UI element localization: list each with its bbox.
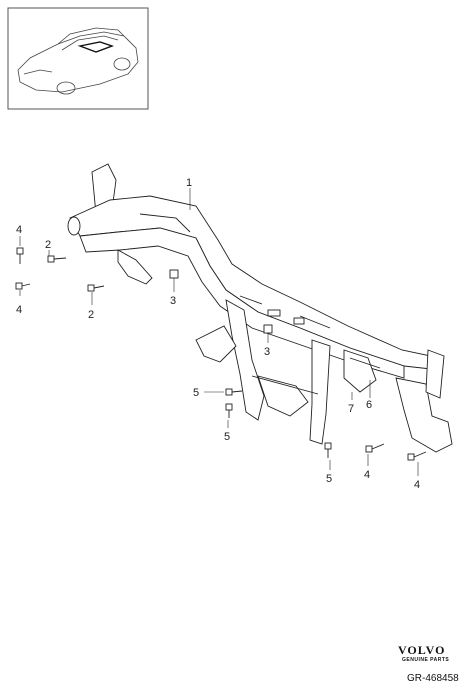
- volvo-logo-subtitle: GENUINE PARTS: [402, 657, 450, 663]
- bolt-icon: [225, 403, 233, 418]
- bolt-icon: [47, 255, 67, 263]
- callout-part-5: 5: [224, 431, 230, 443]
- callout-part-4: 4: [414, 479, 420, 491]
- clip-nut-icon: [263, 324, 273, 334]
- bolt-icon: [324, 442, 332, 458]
- callout-part-4: 4: [16, 304, 22, 316]
- bolt-icon: [16, 247, 24, 264]
- fasteners: [15, 247, 427, 461]
- callout-labels: 1 4 2 4 3 2 3 5 5 7 6 5 4 4: [16, 177, 420, 491]
- bolt-icon: [87, 284, 105, 292]
- bolt-icon: [15, 282, 31, 290]
- diagram-reference-code: GR-468458: [407, 673, 459, 684]
- dashboard-crossmember: [67, 163, 453, 453]
- callout-part-2: 2: [45, 239, 51, 251]
- callout-part-5: 5: [326, 473, 332, 485]
- callout-part-4: 4: [364, 469, 370, 481]
- leader-lines: [19, 188, 419, 476]
- callout-part-3: 3: [170, 295, 176, 307]
- callout-part-2: 2: [88, 309, 94, 321]
- callout-part-6: 6: [366, 399, 372, 411]
- bolt-icon: [407, 451, 427, 461]
- vehicle-location-inset: [7, 7, 149, 110]
- bolt-icon: [225, 388, 243, 396]
- callout-part-4: 4: [16, 224, 22, 236]
- callout-part-5: 5: [193, 387, 199, 399]
- volvo-logo: VOLVO: [398, 643, 446, 657]
- callout-part-7: 7: [348, 403, 354, 415]
- clip-nut-icon: [169, 269, 179, 279]
- callout-part-3: 3: [264, 346, 270, 358]
- bolt-icon: [365, 443, 385, 453]
- callout-part-1: 1: [186, 177, 192, 189]
